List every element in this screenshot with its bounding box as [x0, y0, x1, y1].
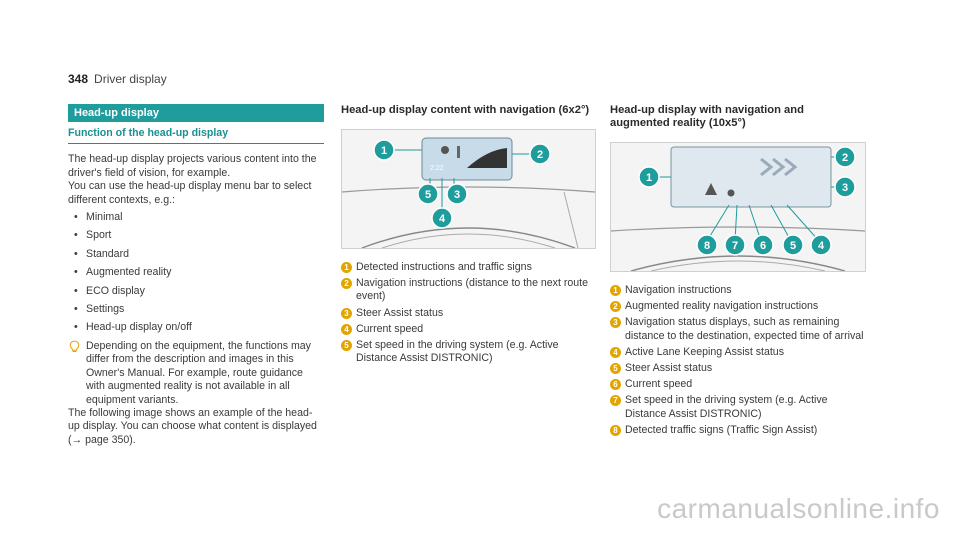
list-item: Sport — [68, 229, 324, 243]
callout-badge — [834, 146, 856, 168]
hud-10x5-figure: 1 2 3 4 5 6 7 8 — [610, 142, 866, 272]
callout-badge — [529, 143, 551, 165]
list-item: ECO display — [68, 285, 324, 299]
callout-badge — [834, 176, 856, 198]
page-number: 348 — [68, 72, 89, 86]
note-text: Depending on the equipment, the function… — [86, 339, 311, 406]
middle-column: Head-up display content with navigation … — [341, 104, 596, 368]
hud-6x2-figure: 2:22 1 2 3 4 5 — [341, 129, 596, 249]
list-item: Settings — [68, 303, 324, 317]
svg-text:3: 3 — [454, 189, 460, 201]
callout-badge — [431, 207, 453, 229]
hud-6x2-illustration: 2:22 1 2 3 4 5 — [342, 130, 595, 248]
section-title: Driver display — [94, 72, 167, 86]
menu-paragraph: You can use the head-up display menu bar… — [68, 180, 312, 206]
watermark: carmanualsonline.info — [657, 493, 940, 524]
middle-heading: Head-up display content with navigation … — [341, 104, 590, 116]
svg-text:4: 4 — [439, 213, 446, 225]
callout-badge — [752, 234, 774, 256]
svg-text:4: 4 — [818, 240, 825, 252]
svg-text:2: 2 — [842, 152, 848, 164]
svg-text:1: 1 — [381, 145, 387, 157]
callout-badge — [696, 234, 718, 256]
page-header: 348 Driver display — [68, 72, 167, 86]
svg-text:2: 2 — [537, 149, 543, 161]
callout-badge — [810, 234, 832, 256]
right-heading: Head-up display with navigation and augm… — [610, 104, 804, 129]
list-item: Augmented reality — [68, 266, 324, 280]
section-bar: Head-up display — [68, 104, 324, 122]
info-note: Depending on the equipment, the function… — [68, 340, 324, 407]
hud-10x5-illustration: 1 2 3 4 5 6 7 8 — [611, 143, 865, 271]
right-column: Head-up display with navigation and augm… — [610, 104, 866, 440]
callout-badge — [638, 166, 660, 188]
callout-badge — [373, 139, 395, 161]
list-item: Standard — [68, 248, 324, 262]
intro-paragraph: The head-up display projects various con… — [68, 153, 317, 179]
context-list: Minimal Sport Standard Augmented reality… — [68, 211, 324, 335]
callout-badge — [724, 234, 746, 256]
svg-text:3: 3 — [842, 182, 848, 194]
list-item: Head-up display on/off — [68, 321, 324, 335]
list-item: Minimal — [68, 211, 324, 225]
svg-text:6: 6 — [760, 240, 766, 252]
reference-paragraph: The following image shows an example of … — [68, 406, 317, 446]
traffic-sign-icon — [441, 146, 449, 154]
info-icon — [69, 340, 80, 352]
callout-badge — [446, 183, 468, 205]
callout-badge — [417, 183, 439, 205]
svg-text:5: 5 — [425, 189, 431, 201]
svg-text:8: 8 — [704, 240, 710, 252]
left-column: Head-up display Function of the head-up … — [68, 104, 324, 447]
subheading: Function of the head-up display — [68, 127, 324, 145]
svg-text:7: 7 — [732, 240, 738, 252]
callout-badge — [782, 234, 804, 256]
svg-text:5: 5 — [790, 240, 796, 252]
svg-text:1: 1 — [646, 172, 652, 184]
svg-text:2:22: 2:22 — [430, 165, 444, 172]
